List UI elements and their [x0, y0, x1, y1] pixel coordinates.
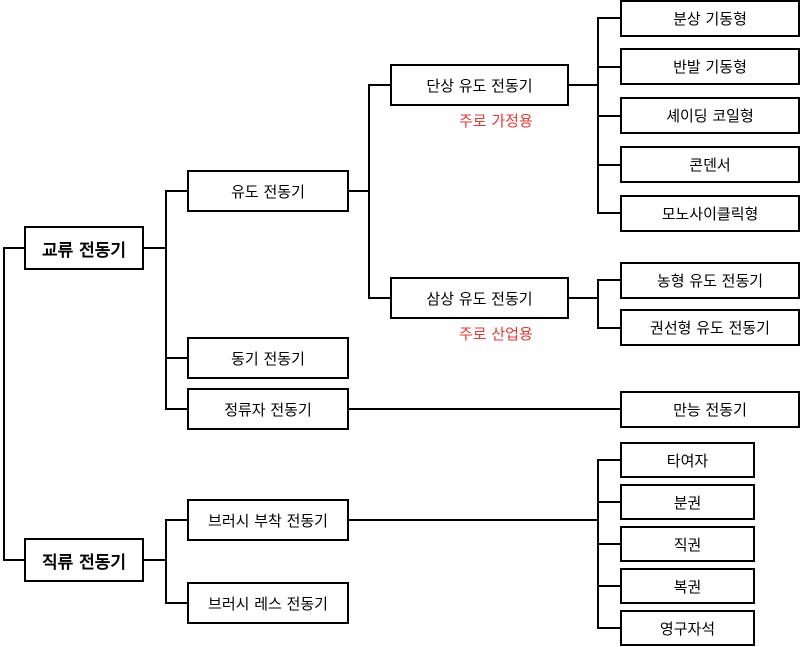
node-brushless-motor: 브러시 레스 전동기 — [187, 582, 349, 624]
node-split-phase: 분상 기동형 — [620, 0, 800, 37]
node-commutator-motor: 정류자 전동기 — [187, 388, 349, 430]
node-shaded-pole: 셰이딩 코일형 — [620, 97, 800, 134]
node-permanent-magnet: 영구자석 — [620, 610, 755, 646]
node-squirrel-cage: 농형 유도 전동기 — [620, 262, 800, 299]
node-universal-motor: 만능 전동기 — [620, 391, 800, 428]
node-repulsion-start: 반발 기동형 — [620, 48, 800, 85]
note-single-phase-use: 주로 가정용 — [459, 112, 533, 130]
node-brushed-motor: 브러시 부착 전동기 — [187, 499, 349, 541]
node-dc-motor: 직류 전동기 — [24, 538, 144, 582]
node-monocyclic: 모노사이클릭형 — [620, 195, 800, 232]
node-wound-rotor: 권선형 유도 전동기 — [620, 309, 800, 346]
node-series-wound: 직권 — [620, 526, 755, 562]
node-separately-excited: 타여자 — [620, 442, 755, 478]
node-synchronous-motor: 동기 전동기 — [187, 337, 349, 379]
node-induction-motor: 유도 전동기 — [187, 170, 349, 212]
node-shunt-wound: 분권 — [620, 484, 755, 520]
note-three-phase-use: 주로 산업용 — [459, 325, 533, 343]
node-ac-motor: 교류 전동기 — [24, 226, 144, 270]
node-compound-wound: 복권 — [620, 568, 755, 604]
node-capacitor: 콘덴서 — [620, 146, 800, 183]
node-single-phase-induction: 단상 유도 전동기 — [390, 64, 569, 106]
node-three-phase-induction: 삼상 유도 전동기 — [390, 277, 569, 319]
